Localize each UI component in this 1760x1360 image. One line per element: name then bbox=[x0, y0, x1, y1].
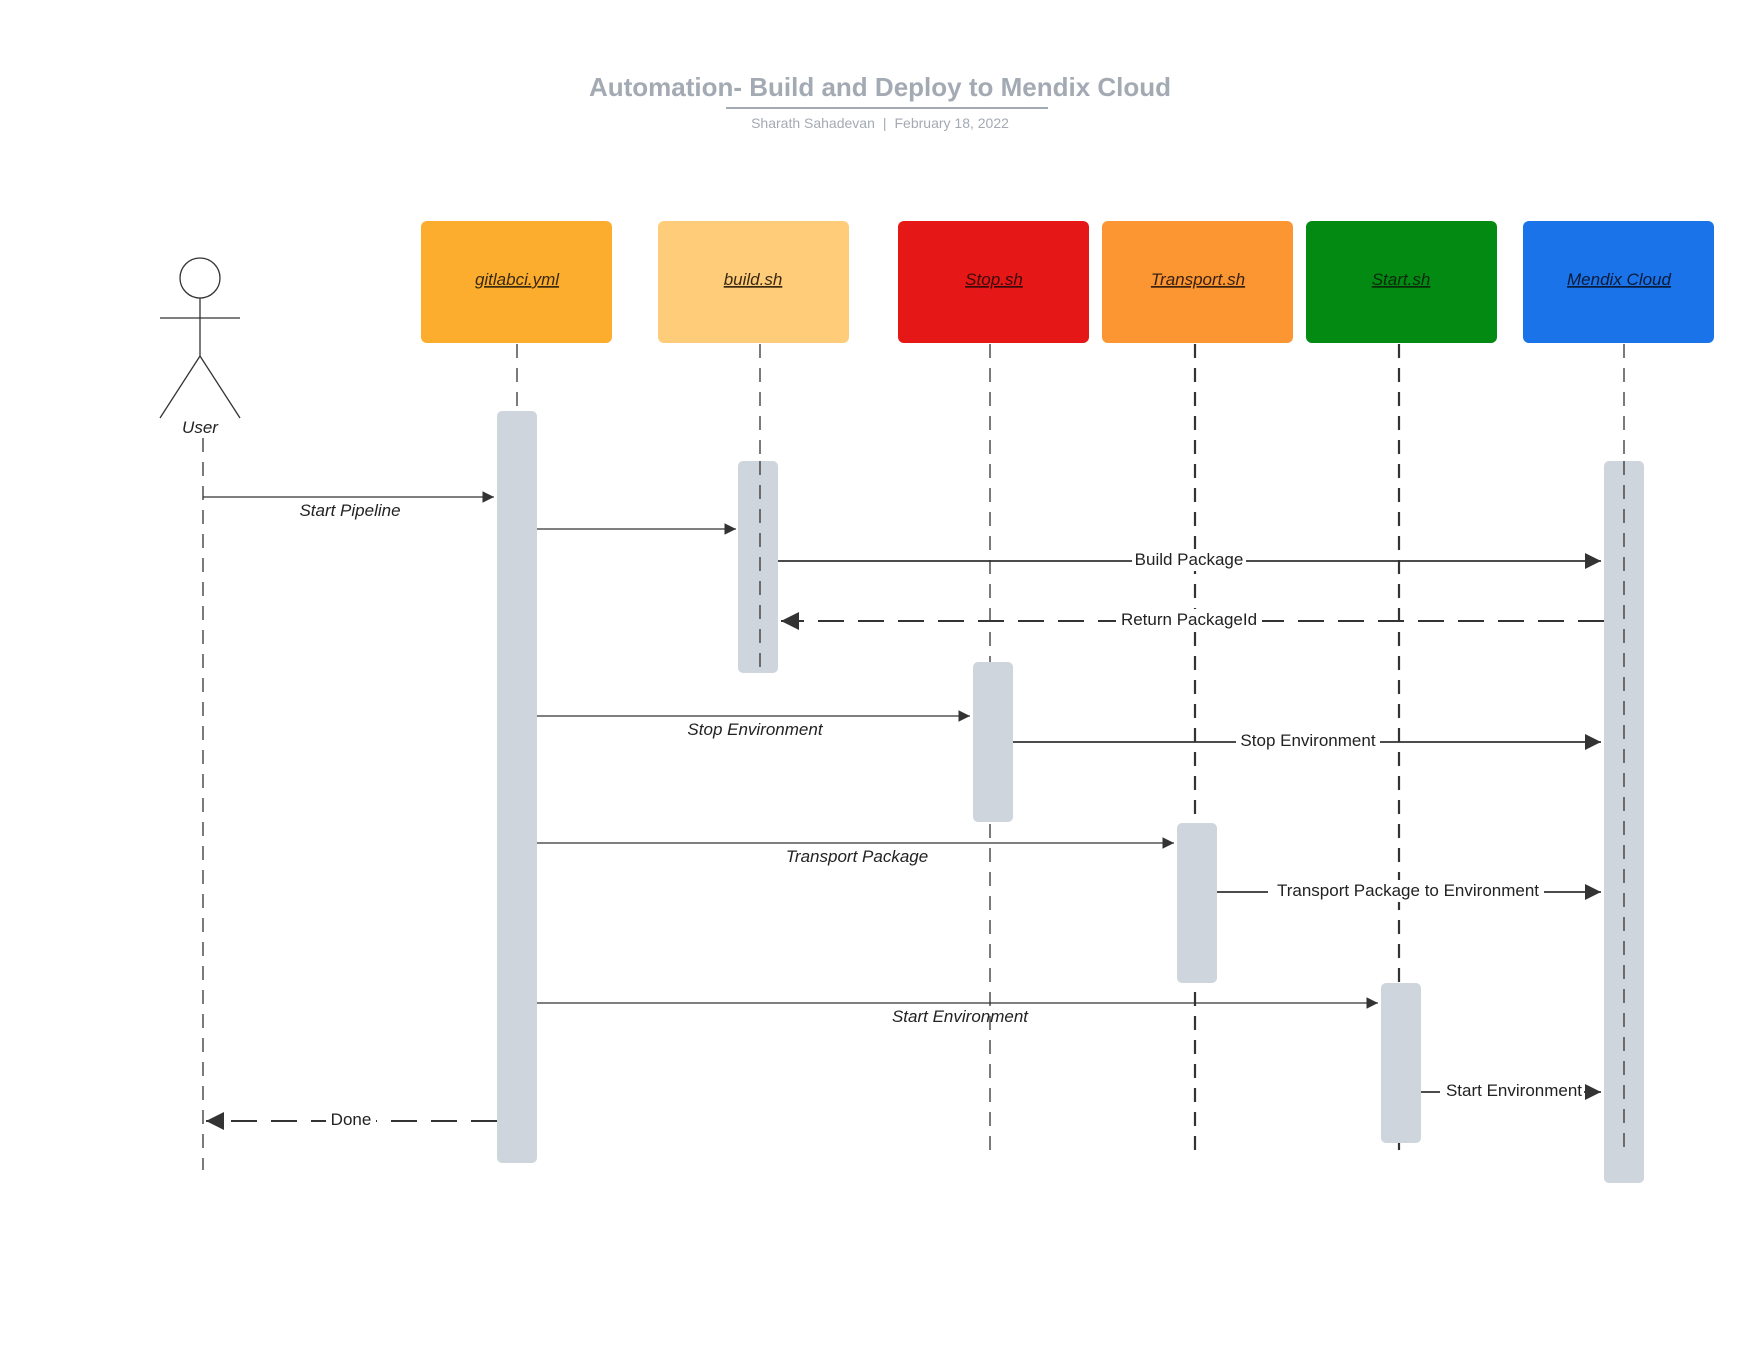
activation-start bbox=[1381, 983, 1421, 1143]
message-transport-call: Transport Package bbox=[537, 837, 1174, 866]
message-start-pipeline: Start Pipeline bbox=[203, 491, 494, 520]
participant-label-gitlab: gitlabci.yml bbox=[475, 270, 560, 289]
diagram-subtitle: Sharath Sahadevan | February 18, 2022 bbox=[0, 115, 1760, 131]
message-label: Build Package bbox=[1135, 550, 1244, 569]
activation-build bbox=[738, 461, 778, 673]
author: Sharath Sahadevan bbox=[751, 115, 875, 131]
label-background bbox=[1116, 609, 1262, 631]
actor-label: User bbox=[182, 418, 219, 437]
message-done: Done bbox=[206, 1109, 497, 1131]
participant-box-mendix[interactable] bbox=[1523, 221, 1714, 343]
participant-build[interactable]: build.sh bbox=[658, 221, 849, 343]
message-transport-cloud: Transport Package to Environment bbox=[1217, 880, 1601, 902]
participant-label-mendix: Mendix Cloud bbox=[1567, 270, 1671, 289]
lifeline-overlays bbox=[759, 461, 1625, 1154]
message-label: Start Pipeline bbox=[299, 501, 400, 520]
participant-box-gitlab[interactable] bbox=[421, 221, 612, 343]
participant-gitlab[interactable]: gitlabci.yml bbox=[421, 221, 612, 343]
participant-label-build: build.sh bbox=[724, 270, 783, 289]
participant-mendix[interactable]: Mendix Cloud bbox=[1523, 221, 1714, 343]
message-return-packageid: Return PackageId bbox=[781, 609, 1604, 631]
title-underline bbox=[726, 107, 1048, 109]
participant-box-transport[interactable] bbox=[1102, 221, 1293, 343]
activation-gitlab bbox=[497, 411, 537, 1163]
actor-left-leg bbox=[159, 355, 201, 419]
message-label: Return PackageId bbox=[1121, 610, 1257, 629]
label-background bbox=[1236, 730, 1380, 752]
message-label: Done bbox=[331, 1110, 372, 1129]
message-label: Stop Environment bbox=[687, 720, 823, 739]
participant-stop[interactable]: Stop.sh bbox=[898, 221, 1089, 343]
label-background bbox=[1440, 1080, 1584, 1102]
activations bbox=[497, 411, 1644, 1183]
participant-box-build[interactable] bbox=[658, 221, 849, 343]
participant-box-start[interactable] bbox=[1306, 221, 1497, 343]
user-actor: User bbox=[159, 257, 241, 437]
separator: | bbox=[882, 115, 887, 131]
message-build-package: Build Package bbox=[778, 549, 1601, 571]
date: February 18, 2022 bbox=[894, 115, 1009, 131]
message-stop-env-call: Stop Environment bbox=[537, 710, 970, 739]
message-label: Stop Environment bbox=[1240, 731, 1375, 750]
activation-transport bbox=[1177, 823, 1217, 983]
label-background bbox=[1132, 549, 1246, 571]
label-background bbox=[326, 1109, 376, 1131]
actor-head bbox=[179, 257, 221, 299]
message-start-env-cloud: Start Environment bbox=[1421, 1080, 1601, 1102]
participant-transport[interactable]: Transport.sh bbox=[1102, 221, 1293, 343]
message-label: Start Environment bbox=[1446, 1081, 1582, 1100]
label-background bbox=[1268, 880, 1544, 902]
actor-right-leg bbox=[199, 355, 241, 419]
participant-label-stop: Stop.sh bbox=[965, 270, 1023, 289]
diagram-title: Automation- Build and Deploy to Mendix C… bbox=[588, 72, 1172, 102]
participant-start[interactable]: Start.sh bbox=[1306, 221, 1497, 343]
activation-stop bbox=[973, 662, 1013, 822]
participant-label-start: Start.sh bbox=[1372, 270, 1431, 289]
message-label: Transport Package bbox=[786, 847, 928, 866]
message-stop-env-cloud: Stop Environment bbox=[1013, 730, 1601, 752]
message-label: Transport Package to Environment bbox=[1277, 881, 1539, 900]
participant-box-stop[interactable] bbox=[898, 221, 1089, 343]
message-start-env-call: Start Environment bbox=[537, 997, 1378, 1026]
participant-label-transport: Transport.sh bbox=[1151, 270, 1245, 289]
message-label: Start Environment bbox=[892, 1007, 1029, 1026]
